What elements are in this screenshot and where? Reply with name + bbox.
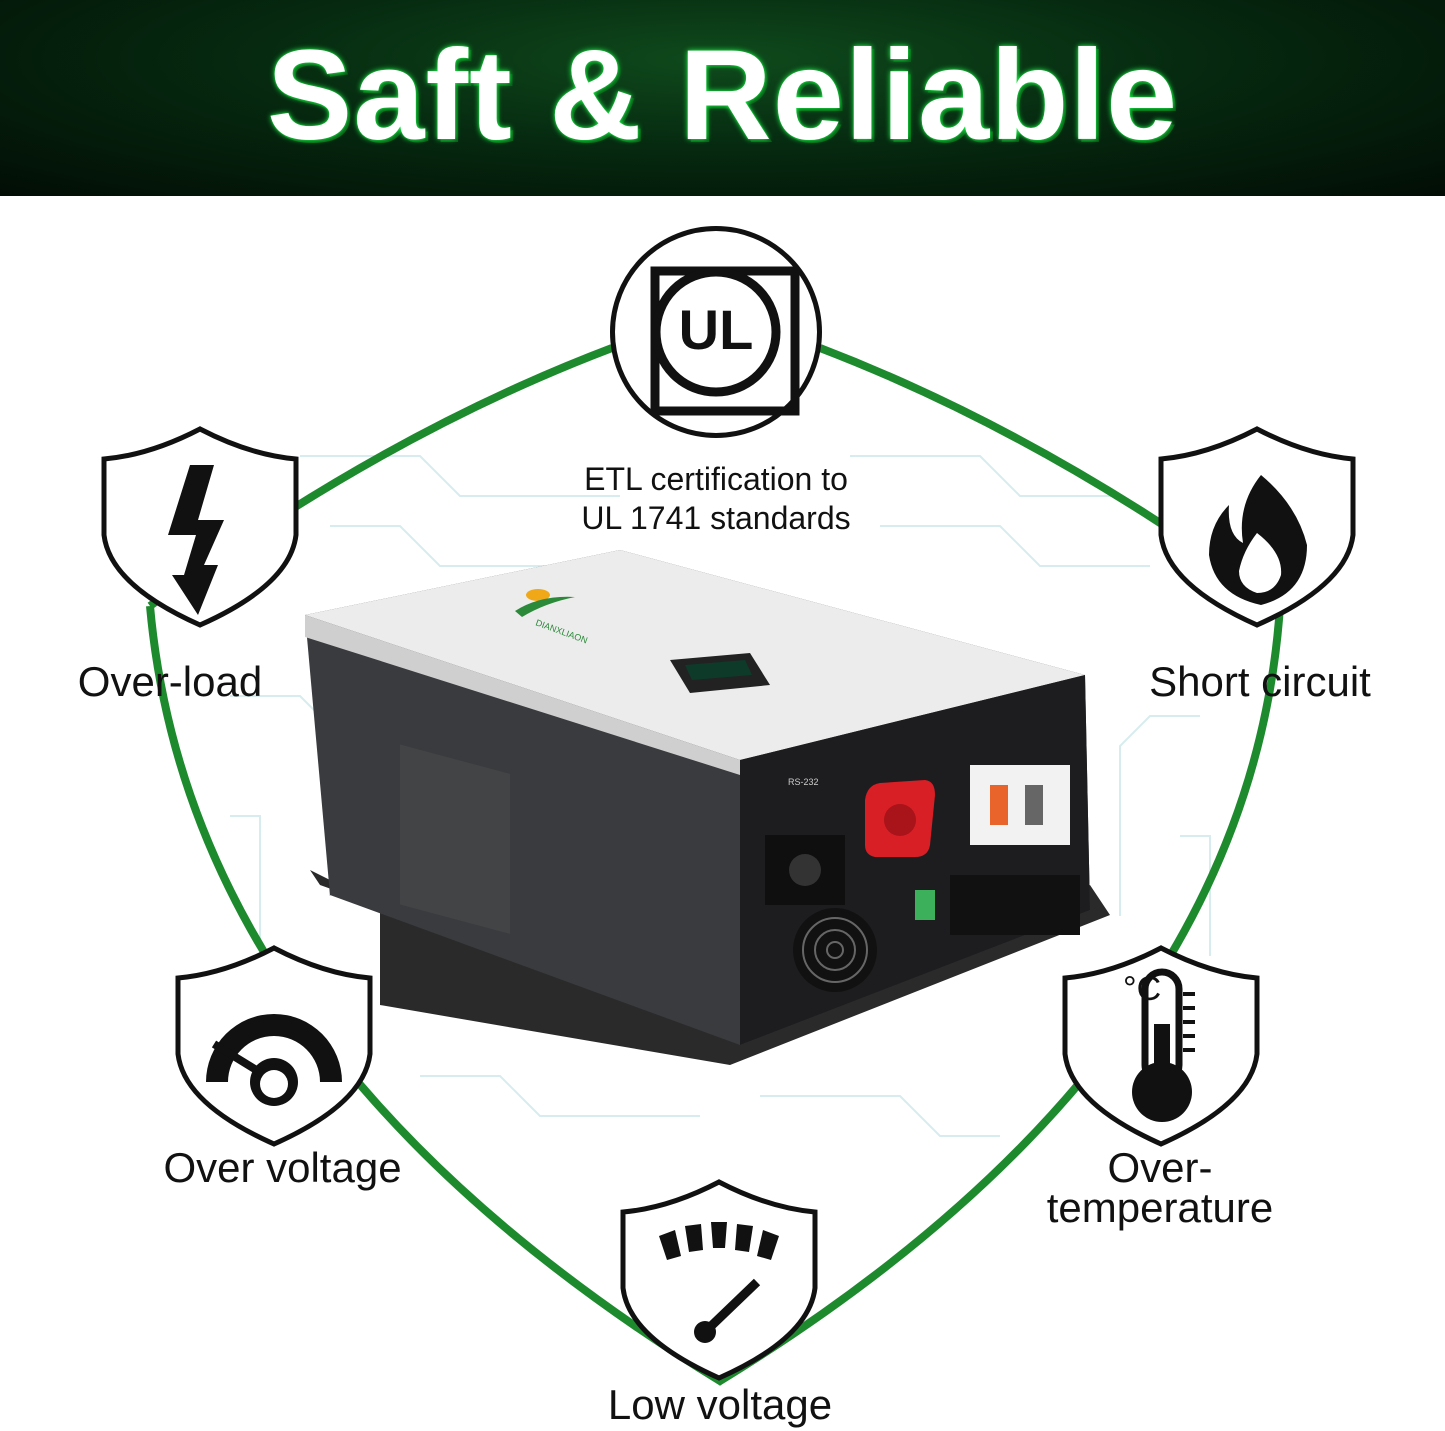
- breaker-switch: [970, 765, 1070, 845]
- ul-certification-badge: UL: [610, 226, 822, 438]
- feature-label-line1: Over-: [1107, 1144, 1213, 1191]
- thermometer-icon: °C: [1062, 945, 1260, 1147]
- feature-label-over-voltage: Over voltage: [163, 1144, 402, 1191]
- certification-text: ETL certification to UL 1741 standards: [516, 460, 916, 538]
- cooling-fan: [793, 908, 877, 992]
- feature-label-low-voltage: Low voltage: [607, 1381, 833, 1428]
- flame-icon: [1158, 426, 1356, 628]
- gauge-low-icon: [620, 1179, 818, 1381]
- banner-title: Saft & Reliable: [266, 24, 1179, 167]
- svg-text:RS-232: RS-232: [788, 777, 819, 787]
- inverter-product-image: DIANXLIAON RS-232: [305, 550, 1110, 1065]
- svg-text:°C: °C: [1123, 970, 1161, 1008]
- feature-label-over-load: Over-load: [77, 658, 263, 705]
- brand-logo-icon: [526, 589, 550, 601]
- feature-label-short-circuit: Short circuit: [1149, 658, 1371, 705]
- feature-label-over-temperature: Over- temperature: [1020, 1144, 1300, 1231]
- header-banner: Saft & Reliable: [0, 0, 1445, 196]
- gauge-high-icon: [175, 945, 373, 1147]
- svg-text:UL: UL: [679, 298, 754, 361]
- certification-line2: UL 1741 standards: [581, 500, 851, 536]
- certification-line1: ETL certification to: [584, 461, 848, 497]
- feature-label-line2: temperature: [1046, 1184, 1274, 1231]
- ul-logo-icon: UL: [650, 266, 800, 416]
- lightning-bolt-icon: [101, 426, 299, 628]
